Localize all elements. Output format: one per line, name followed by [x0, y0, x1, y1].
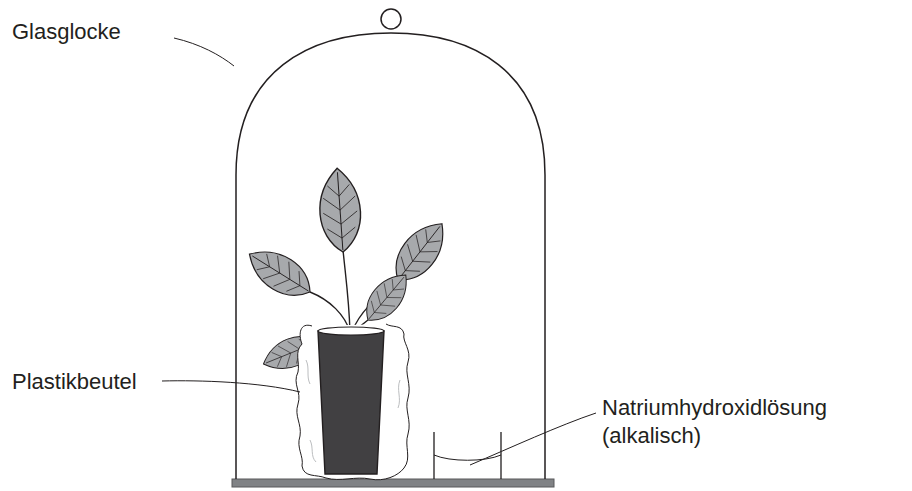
bell-knob — [381, 9, 401, 29]
glass-bell — [236, 33, 545, 479]
part-label: Plastikbeutel — [12, 368, 182, 396]
part-label: Natriumhydroxidlösung (alkalisch) — [602, 394, 862, 450]
part-label: Glasglocke — [12, 18, 182, 46]
plastic-bag — [296, 324, 409, 480]
flower-pot — [318, 331, 384, 474]
leader-lines — [162, 38, 596, 465]
base-plate — [232, 479, 554, 487]
